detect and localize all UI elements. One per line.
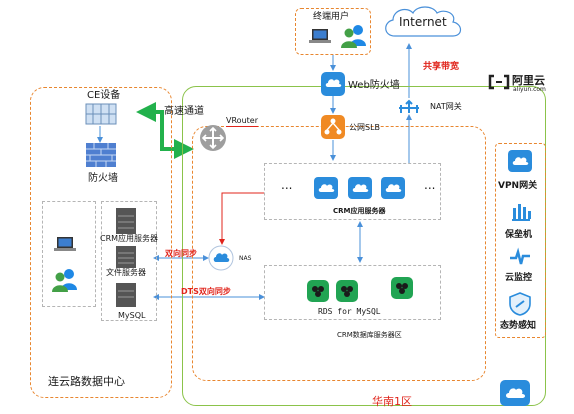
region-label: 华南1区 xyxy=(372,395,412,408)
internet-cloud-icon xyxy=(381,4,465,42)
baoleiji-label: 保垒机 xyxy=(505,230,533,240)
situation-awareness-icon xyxy=(508,292,532,316)
nat-label: NAT网关 xyxy=(430,102,462,111)
ce-device-icon xyxy=(85,103,117,125)
rds-box xyxy=(264,265,441,320)
shared-bandwidth-label: 共享带宽 xyxy=(423,62,460,72)
ecs-2-icon xyxy=(348,177,372,199)
crm-db-zone-label: CRM数据库服务器区 xyxy=(337,331,402,339)
situation-awareness-label: 态势感知 xyxy=(500,321,537,331)
aliyun-brand-cn: 阿里云 xyxy=(512,74,545,87)
client-box xyxy=(42,201,96,307)
firewall-label: 防火墙 xyxy=(88,173,118,184)
ecs-1-icon xyxy=(314,177,338,199)
region-cloud-icon xyxy=(500,380,530,406)
dc-laptop-icon xyxy=(54,235,76,253)
link-app-nas xyxy=(219,192,264,245)
waf-label: Web防火墙 xyxy=(348,80,400,91)
file-server-label: 文件服务器 xyxy=(106,268,146,277)
laptop-icon xyxy=(309,27,331,45)
crm-ellipsis-right: ... xyxy=(424,178,436,192)
nas-label: NAS xyxy=(239,255,252,262)
rds-label: RDS for MySQL xyxy=(318,307,381,316)
vrouter-label: VRouter xyxy=(226,116,258,127)
crm-app-server-box xyxy=(264,163,441,220)
mysql-label: MySQL xyxy=(118,311,146,320)
vpn-gateway-icon xyxy=(508,150,532,172)
crm-app-server-icon xyxy=(116,208,136,234)
aliyun-logo-icon xyxy=(488,74,510,90)
rds-1-icon xyxy=(307,280,329,302)
high-speed-channel-label: 高速通道 xyxy=(164,106,204,117)
ecs-3-icon xyxy=(381,177,405,199)
bidirectional-sync-label: 双向同步 xyxy=(165,249,197,258)
slb-icon xyxy=(321,115,345,139)
vrouter-icon xyxy=(199,124,227,152)
link-high-speed-channel xyxy=(136,102,194,159)
crm-app-server-left-label: CRM应用服务器 xyxy=(100,234,159,243)
aliyun-brand-en: aliyun.com xyxy=(513,86,546,93)
cloud-monitor-icon xyxy=(508,246,532,268)
end-users-zone xyxy=(295,8,371,55)
cloud-monitor-label: 云监控 xyxy=(505,273,533,283)
rds-3-icon xyxy=(391,277,413,299)
server-box xyxy=(101,201,157,321)
file-server-icon xyxy=(116,246,136,268)
services-zone xyxy=(495,143,546,338)
slb-label: 公网SLB xyxy=(349,123,381,132)
datacenter-label: 连云路数据中心 xyxy=(48,375,125,388)
dts-sync-label: DTS双向同步 xyxy=(181,287,231,296)
nat-gateway-icon xyxy=(399,99,419,115)
mysql-server-icon xyxy=(116,283,136,307)
rds-2-icon xyxy=(336,280,358,302)
internet-label: Internet xyxy=(399,15,447,29)
datacenter-zone xyxy=(30,87,172,398)
end-users-label: 终端用户 xyxy=(313,12,350,22)
vpn-gateway-label: VPN网关 xyxy=(498,181,538,191)
crm-ellipsis-left: ... xyxy=(281,178,293,192)
crm-app-servers-label: CRM应用服务器 xyxy=(333,207,386,215)
firewall-icon xyxy=(86,143,116,167)
users-icon xyxy=(341,24,367,48)
dc-users-icon xyxy=(52,268,78,292)
waf-icon xyxy=(321,72,345,96)
ce-device-label: CE设备 xyxy=(87,90,121,101)
nas-icon xyxy=(208,245,234,271)
baoleiji-icon xyxy=(510,200,532,222)
